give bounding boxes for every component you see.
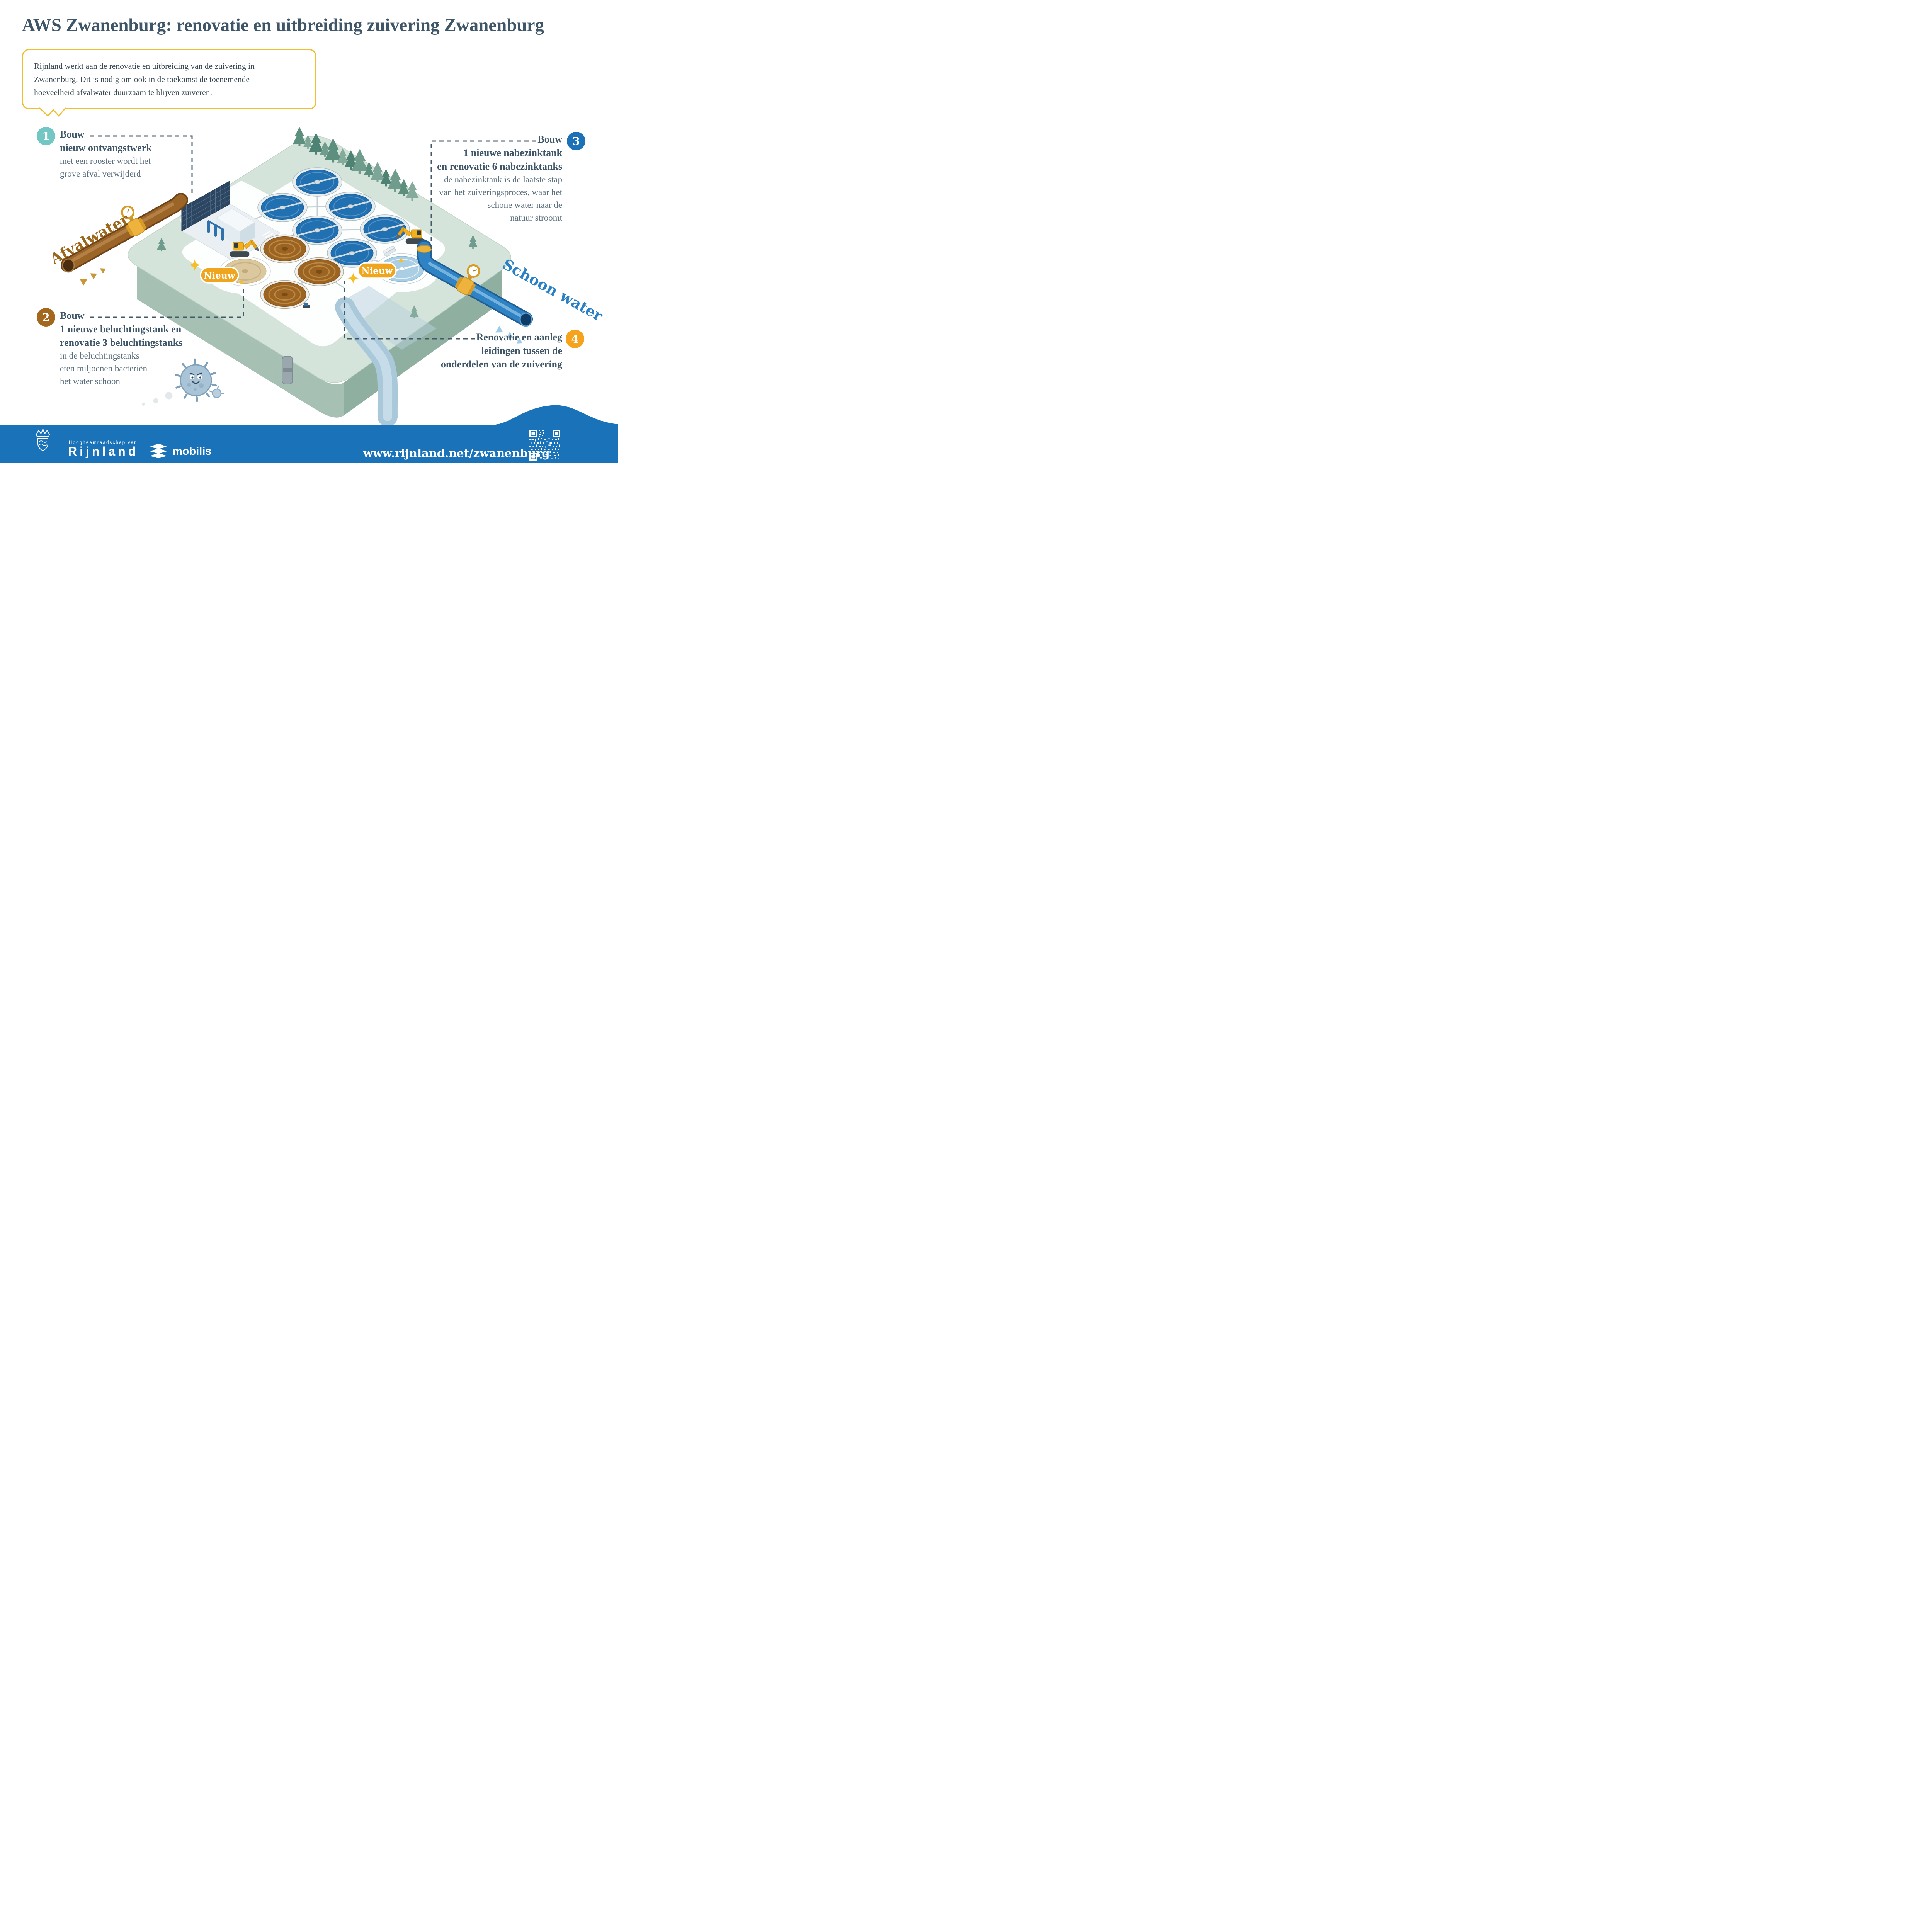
plant-illustration: Afvalwater Schoon water Nieuw (47, 127, 606, 427)
org-prefix: Hoogheemraadschap van (69, 440, 138, 445)
bacteria-illustration (142, 358, 224, 406)
body-line: in de beluchtingstanks (60, 351, 139, 361)
callout-3-text: Bouw 1 nieuwe nabezinktank en renovatie … (437, 133, 562, 224)
callout-2-text: Bouw 1 nieuwe beluchtingstank en renovat… (60, 309, 182, 388)
intro-line: hoeveelheid afvalwater duurzaam te blijv… (34, 88, 212, 97)
beluchtingstank (260, 280, 310, 309)
title-line: Bouw (60, 310, 85, 321)
body-line: de nabezinktank is de laatste stap (444, 175, 562, 184)
nieuw-badge-left: Nieuw (188, 259, 245, 286)
nieuw-badge-right: Nieuw (347, 257, 405, 284)
intro-box: Rijnland werkt aan de renovatie en uitbr… (22, 49, 316, 117)
pipe-stack (383, 246, 396, 256)
callout-3-number: 3 (567, 132, 585, 150)
footer-band (0, 405, 618, 463)
title-line: Bouw (60, 129, 85, 140)
title-line: onderdelen van de zuivering (440, 359, 562, 370)
mobilis-logo-icon (150, 444, 167, 458)
outfall-pipe (282, 356, 293, 384)
intro-line: Zwanenburg. Dit is nodig om ook in de to… (34, 75, 250, 84)
beluchtingstank (294, 257, 344, 286)
nieuw-label: Nieuw (204, 270, 236, 281)
callout-connectors (90, 135, 536, 340)
body-line: het water schoon (60, 376, 120, 386)
title-line: Bouw (537, 134, 562, 145)
title-line: renovatie 3 beluchtingstanks (60, 337, 183, 348)
body-line: grove afval verwijderd (60, 169, 141, 179)
small-vehicle (303, 303, 310, 308)
title-line: nieuw ontvangstwerk (60, 142, 152, 153)
rijnland-logo-emblem (36, 429, 50, 451)
beluchtingstank (260, 234, 310, 264)
callout-1-text: Bouw nieuw ontvangstwerk met een rooster… (60, 128, 152, 180)
nabezinktank (325, 191, 376, 221)
title-line: 1 nieuwe nabezinktank (463, 147, 562, 158)
callout-1-number: 1 (37, 127, 55, 145)
body-line: eten miljoenen bacteriën (60, 364, 148, 373)
org-name: Rijnland (68, 444, 139, 458)
flow-arrows-in (80, 268, 106, 286)
speech-tail (39, 107, 66, 117)
title-line: en renovatie 6 nabezinktanks (437, 161, 562, 172)
infographic-page: Afvalwater Schoon water Nieuw (0, 0, 618, 463)
afvalwater-pipe (61, 193, 188, 286)
partner-name: mobilis (172, 445, 212, 457)
footer-url[interactable]: www.rijnland.net/zwanenburg (363, 447, 550, 460)
body-line: schone water naar de (487, 200, 562, 210)
nabezinktank (257, 192, 308, 223)
flow-arrows-out (495, 326, 522, 344)
page-title: AWS Zwanenburg: renovatie en uitbreiding… (22, 15, 544, 35)
title-line: Renovatie en aanleg (476, 332, 562, 343)
body-line: met een rooster wordt het (60, 156, 151, 166)
qr-code (529, 430, 560, 461)
callout-2-number: 2 (37, 308, 55, 327)
basin (334, 286, 437, 350)
title-line: 1 nieuwe beluchtingstank en (60, 323, 182, 335)
callout-4-number: 4 (566, 330, 584, 348)
nieuw-label: Nieuw (362, 266, 393, 276)
callout-4-text: Renovatie en aanleg leidingen tussen de … (441, 330, 562, 371)
body-line: van het zuiveringsproces, waar het (439, 187, 562, 197)
body-line: natuur stroomt (510, 213, 562, 223)
schoon-water-pipe (417, 240, 533, 344)
nabezinktank (292, 167, 343, 197)
title-line: leidingen tussen de (481, 345, 563, 356)
stream-highlight (340, 303, 393, 421)
intro-line: Rijnland werkt aan de renovatie en uitbr… (34, 61, 255, 71)
building-pipes (207, 220, 224, 241)
